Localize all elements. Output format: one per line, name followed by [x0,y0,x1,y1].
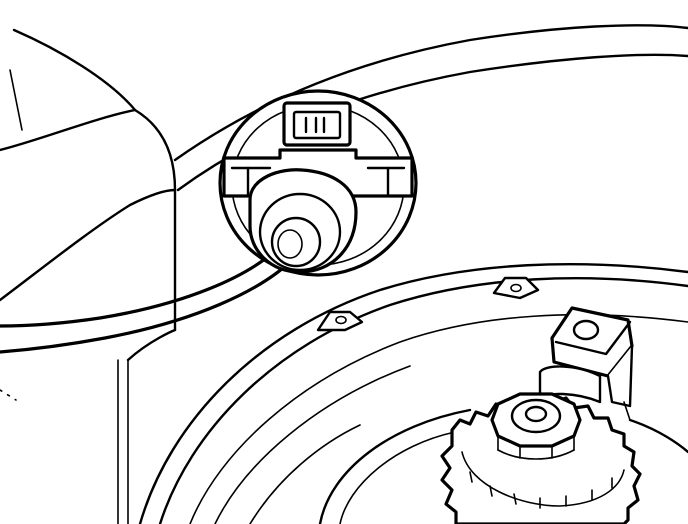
mounting-tab-left [316,310,364,332]
bracket-assembly [538,306,634,421]
mounting-tab-right [492,276,540,300]
left-body-panel [0,28,177,524]
outer-ring [138,262,688,524]
cable [0,242,298,354]
inner-disc [318,408,688,524]
two-pin-connector-icon [282,101,352,147]
cable-gland [248,168,358,274]
hex-nut-icon [490,392,582,460]
